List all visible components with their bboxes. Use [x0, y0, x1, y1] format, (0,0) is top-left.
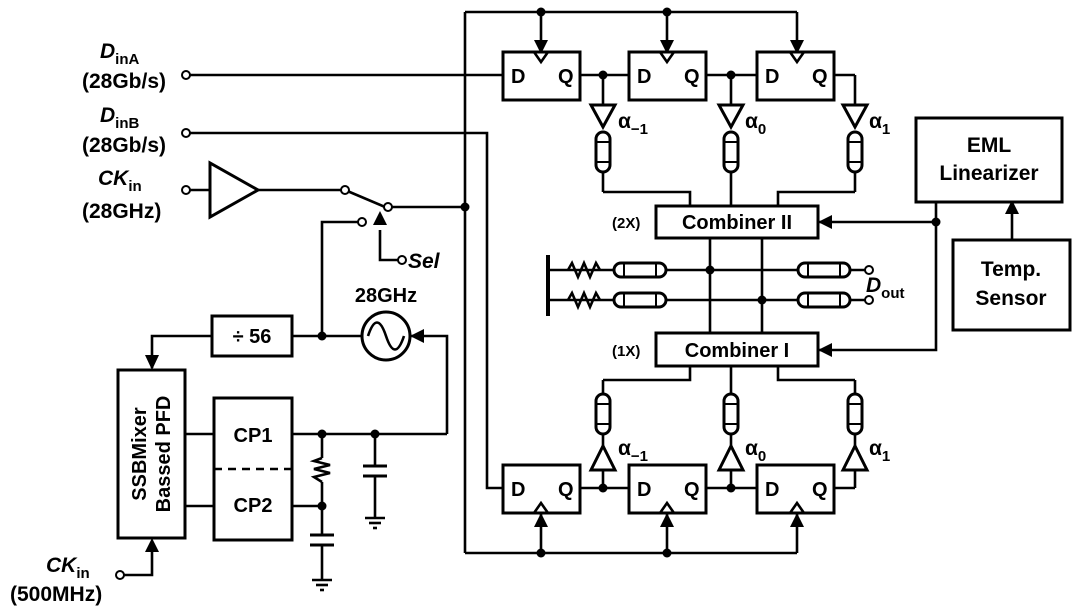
tap-upper-alpha-0: α0 — [716, 103, 766, 174]
svg-text:Combiner II: Combiner II — [682, 212, 792, 234]
divider-block: ÷ 56 — [210, 314, 294, 358]
svg-text:Sensor: Sensor — [975, 287, 1046, 310]
termination-resistor — [566, 259, 602, 281]
combiner-i: Combiner I (1X) — [612, 331, 820, 368]
ckin-ref-label: CKin — [46, 554, 90, 582]
flip-flop-upper-3: D Q — [755, 50, 836, 102]
combiner-ii-gain: (2X) — [612, 215, 640, 232]
svg-text:÷ 56: ÷ 56 — [233, 326, 272, 348]
cp2-label: CP2 — [234, 495, 273, 517]
combiner-i-gain: (1X) — [612, 343, 640, 360]
svg-text:α−1: α−1 — [618, 110, 648, 138]
junction-dots — [317, 7, 941, 558]
loop-filter-resistor — [309, 456, 331, 484]
output-termination — [546, 255, 852, 316]
flip-flop-upper-1: D Q — [501, 50, 582, 102]
dinb-label: DinB — [100, 104, 140, 132]
dinb-rate: (28Gb/s) — [82, 134, 166, 157]
ground-symbol — [312, 578, 332, 592]
clock-buffer-triangle — [208, 160, 262, 220]
ckin-label: CKin — [98, 167, 142, 195]
sel-label: Sel — [408, 250, 441, 273]
dina-label: DinA — [100, 40, 140, 68]
svg-text:D: D — [637, 66, 651, 88]
vco: 28GHz — [355, 285, 417, 362]
cp1-label: CP1 — [234, 425, 273, 447]
svg-text:Bassed PFD: Bassed PFD — [153, 396, 175, 513]
loop-filter — [309, 456, 387, 592]
svg-text:Q: Q — [812, 479, 828, 501]
ckin-rate: (28GHz) — [82, 200, 161, 223]
charge-pump-block: CP1 CP2 — [212, 396, 294, 542]
svg-text:α−1: α−1 — [618, 437, 648, 465]
svg-text:D: D — [511, 66, 525, 88]
svg-text:Combiner I: Combiner I — [685, 340, 789, 362]
svg-text:Linearizer: Linearizer — [939, 162, 1038, 185]
svg-text:Q: Q — [812, 66, 828, 88]
tap-upper-alpha-1: α1 — [840, 103, 890, 174]
dout-label: Dout — [866, 274, 905, 302]
tap-lower-alpha-m1: α−1 — [588, 392, 648, 472]
termination-resistor — [566, 289, 602, 311]
svg-text:Q: Q — [558, 479, 574, 501]
svg-text:Temp.: Temp. — [981, 258, 1041, 281]
svg-text:D: D — [637, 479, 651, 501]
flip-flop-lower-2: D Q — [627, 463, 708, 515]
svg-text:Q: Q — [684, 479, 700, 501]
svg-text:Q: Q — [558, 66, 574, 88]
tap-upper-alpha-m1: α−1 — [588, 103, 648, 174]
ckin-ref-rate: (500MHz) — [10, 583, 102, 606]
svg-text:D: D — [765, 66, 779, 88]
svg-text:SSBMixer: SSBMixer — [129, 407, 151, 501]
ground-symbol — [365, 516, 385, 530]
tap-lower-alpha-0: α0 — [716, 392, 766, 472]
eml-linearizer-block: EML Linearizer — [914, 116, 1064, 204]
pfd-block: SSBMixer Bassed PFD — [116, 368, 187, 540]
svg-text:α1: α1 — [869, 110, 890, 138]
svg-text:α0: α0 — [745, 437, 766, 465]
flip-flop-lower-1: D Q — [501, 463, 582, 515]
svg-text:Q: Q — [684, 66, 700, 88]
svg-text:α1: α1 — [869, 437, 890, 465]
vco-frequency-label: 28GHz — [355, 285, 417, 307]
flip-flop-lower-3: D Q — [755, 463, 836, 515]
flip-flop-upper-2: D Q — [627, 50, 708, 102]
svg-text:D: D — [511, 479, 525, 501]
arrowheads — [145, 40, 1019, 552]
temp-sensor-block: Temp. Sensor — [951, 238, 1072, 332]
svg-text:D: D — [765, 479, 779, 501]
input-terminals — [115, 70, 874, 580]
tap-lower-alpha-1: α1 — [840, 392, 890, 472]
dina-rate: (28Gb/s) — [82, 70, 166, 93]
svg-text:EML: EML — [967, 134, 1012, 157]
svg-text:α0: α0 — [745, 110, 766, 138]
combiner-ii: Combiner II (2X) — [612, 204, 820, 240]
